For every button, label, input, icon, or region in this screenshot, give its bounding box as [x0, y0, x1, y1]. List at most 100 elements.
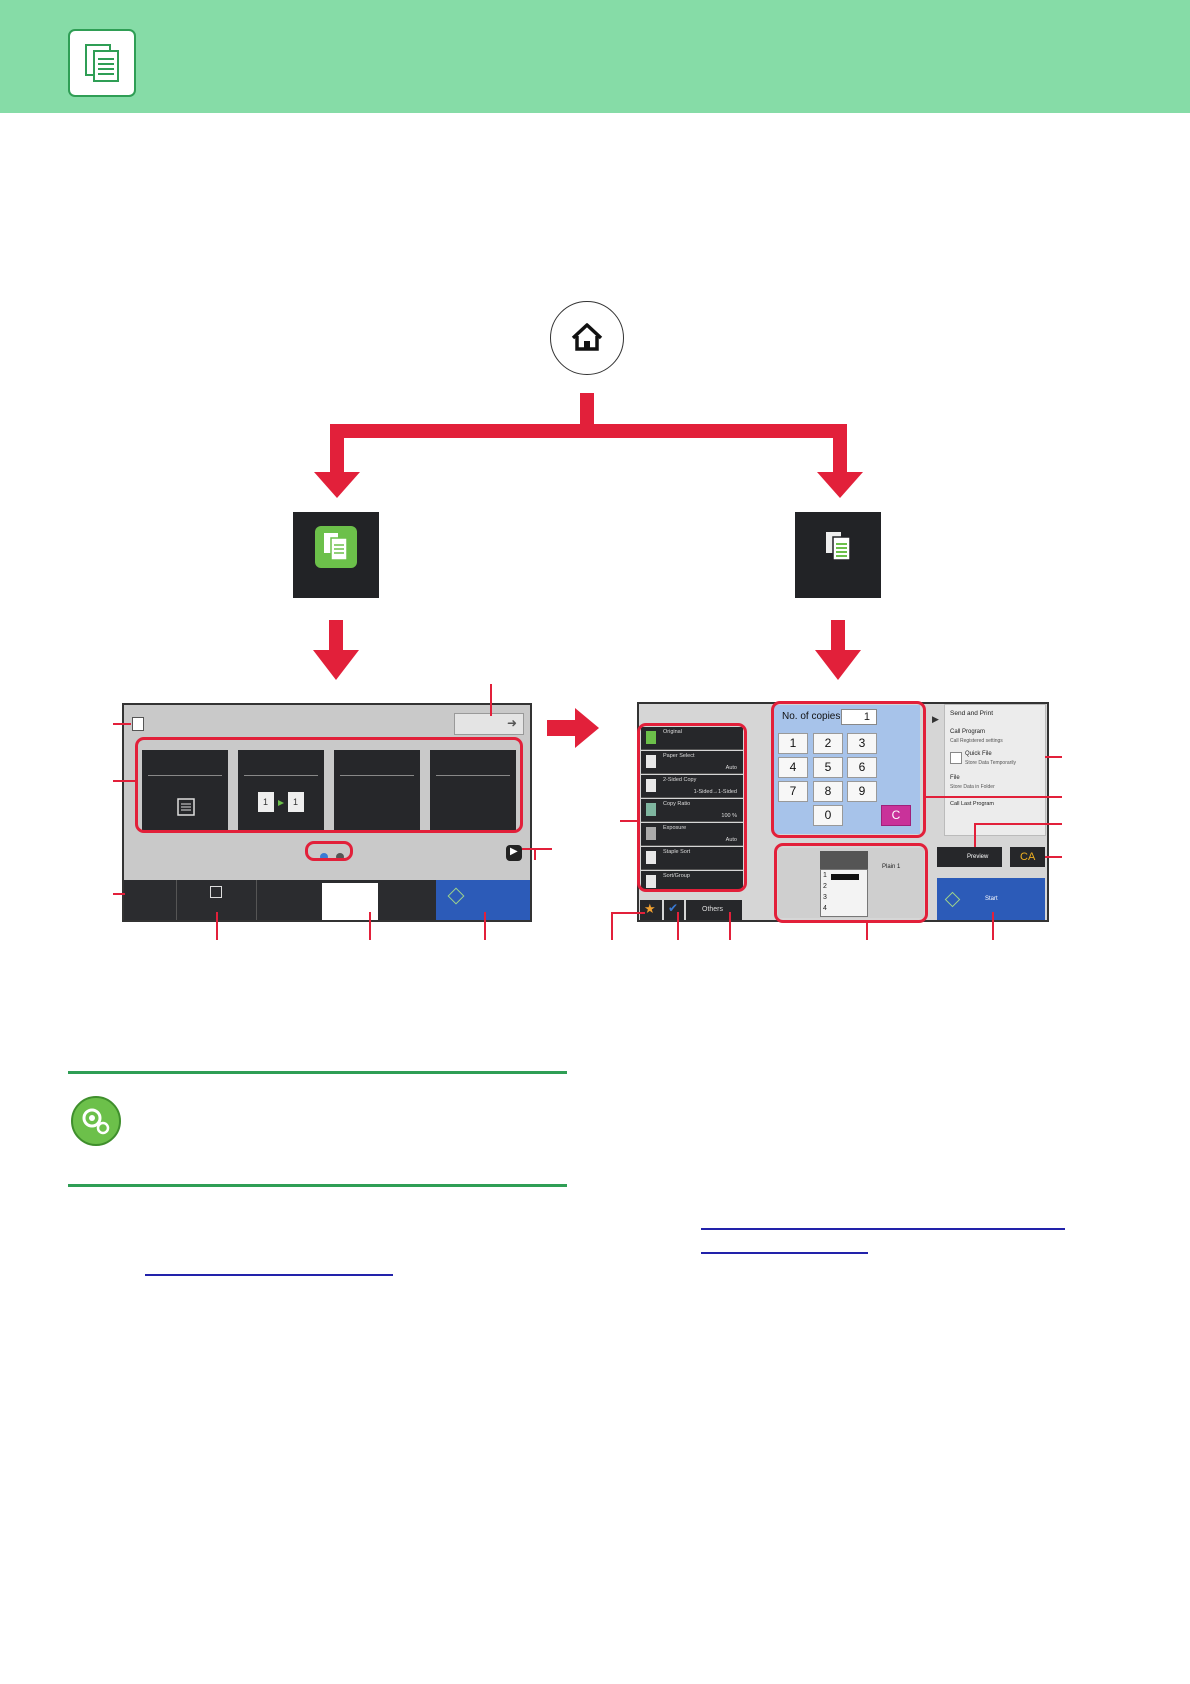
function-staple-sort[interactable]: Staple Sort: [641, 847, 743, 870]
bottom-bar: [124, 880, 530, 920]
check-icon: ✔: [668, 901, 679, 915]
tray-highlight: [774, 843, 928, 923]
copy-app-button[interactable]: [795, 512, 881, 598]
quick-file-sub: Store Data Temporarily: [965, 760, 1017, 766]
page-header: [0, 0, 1190, 113]
ca-label: CA: [1020, 851, 1036, 863]
leader-line: [113, 893, 125, 895]
leader-line: [490, 684, 492, 716]
start-button[interactable]: [436, 880, 530, 920]
quick-file-checkbox[interactable]: [950, 752, 962, 764]
file-item[interactable]: File: [950, 775, 960, 781]
clear-key[interactable]: C: [881, 805, 911, 826]
detail-mode-button[interactable]: ➜: [454, 713, 524, 735]
key-7[interactable]: 7: [778, 781, 808, 802]
leader-line: [534, 848, 536, 860]
key-4[interactable]: 4: [778, 757, 808, 778]
original-icon: [177, 798, 195, 816]
function-key-3[interactable]: [334, 750, 420, 832]
leader-line: [522, 848, 552, 850]
copies-input[interactable]: [322, 883, 378, 920]
clear-all-button[interactable]: CA: [1010, 847, 1045, 867]
key-5[interactable]: 5: [813, 757, 843, 778]
leader-line: [216, 912, 218, 940]
function-exposure[interactable]: Exposure Auto: [641, 823, 743, 846]
section-rule-top: [68, 1071, 567, 1074]
function-original[interactable]: Original: [641, 727, 743, 750]
quick-file-item[interactable]: Quick File: [965, 751, 992, 757]
function-key-1[interactable]: [142, 750, 228, 832]
down-arrow-left-stem: [329, 620, 343, 654]
start-icon: [944, 891, 961, 908]
leader-line: [866, 923, 868, 940]
leader-line: [992, 912, 994, 940]
job-status-icon[interactable]: [132, 717, 144, 731]
leader-line: [974, 823, 1062, 825]
others-button[interactable]: Others: [686, 900, 742, 920]
reference-link-right-1[interactable]: [701, 1228, 1065, 1230]
svg-text:1: 1: [263, 797, 268, 807]
reference-link-right-2[interactable]: [701, 1252, 868, 1254]
leader-line: [1045, 856, 1062, 858]
leader-line: [611, 912, 613, 940]
copies-area[interactable]: [272, 880, 382, 920]
function-2-sided-copy[interactable]: 2-Sided Copy 1-Sided→1-Sided: [641, 775, 743, 798]
key-1[interactable]: 1: [778, 733, 808, 754]
tray-label: Plain 1: [882, 864, 901, 870]
leader-line: [611, 912, 645, 914]
start-button[interactable]: Start: [937, 878, 1045, 920]
easy-copy-app-button[interactable]: [293, 512, 379, 598]
easy-copy-icon: [315, 526, 357, 568]
function-paper-select[interactable]: Paper Select Auto: [641, 751, 743, 774]
flow-arrow-bar: [330, 424, 847, 438]
favorite-button[interactable]: ★: [640, 900, 662, 920]
leader-line: [113, 780, 135, 782]
two-sided-copy-icon: 1 1: [258, 792, 304, 812]
leader-line: [484, 912, 486, 940]
call-program-sub: Call Registered settings: [950, 738, 1003, 744]
key-6[interactable]: 6: [847, 757, 877, 778]
copies-input[interactable]: 1: [841, 709, 877, 725]
function-key-2[interactable]: 1 1: [238, 750, 324, 832]
key-2[interactable]: 2: [813, 733, 843, 754]
checked-functions-button[interactable]: ✔: [664, 900, 684, 920]
key-0[interactable]: 0: [813, 805, 843, 826]
leader-line: [113, 723, 131, 725]
reference-link-left[interactable]: [145, 1274, 393, 1276]
user-settings-button[interactable]: [124, 880, 177, 920]
preview-label: Preview: [967, 854, 989, 860]
function-copy-ratio[interactable]: Copy Ratio 100 %: [641, 799, 743, 822]
key-9[interactable]: 9: [847, 781, 877, 802]
key-3[interactable]: 3: [847, 733, 877, 754]
arrow-right-icon: ➜: [506, 716, 517, 730]
star-icon: ★: [644, 901, 656, 916]
next-page-button[interactable]: ▶: [506, 845, 522, 861]
preview-button[interactable]: Preview: [937, 847, 1002, 867]
call-last-program-item[interactable]: Call Last Program: [950, 801, 995, 807]
svg-text:1: 1: [293, 797, 298, 807]
home-button[interactable]: [550, 301, 624, 375]
leader-line: [1045, 756, 1062, 758]
flow-arrow-left-stem: [330, 424, 344, 476]
page-indicator-highlight: [305, 841, 353, 861]
collapse-panel-icon[interactable]: ▶: [932, 714, 939, 724]
call-program-item[interactable]: Call Program: [950, 729, 986, 735]
preview-button[interactable]: [180, 880, 257, 920]
send-and-print-item[interactable]: Send and Print: [950, 710, 994, 717]
key-8[interactable]: 8: [813, 781, 843, 802]
function-key-4[interactable]: [430, 750, 516, 832]
leader-line: [974, 823, 976, 847]
leader-line: [677, 912, 679, 940]
flow-arrow-right-stem: [833, 424, 847, 476]
function-list-highlight: [637, 723, 747, 892]
tray-panel[interactable]: 1 2 3 4 Plain 1: [778, 848, 924, 918]
copy-icon: [68, 29, 136, 97]
tray-status: 1 2 3 4: [820, 869, 868, 917]
flow-arrow-stem: [580, 393, 594, 433]
leader-line: [369, 912, 371, 940]
function-keys-highlight: [135, 737, 523, 833]
file-sub: Store Data in Folder: [950, 784, 995, 790]
leader-line: [926, 796, 1062, 798]
arrow-head-right: [817, 472, 863, 498]
section-rule-bottom: [68, 1184, 567, 1187]
